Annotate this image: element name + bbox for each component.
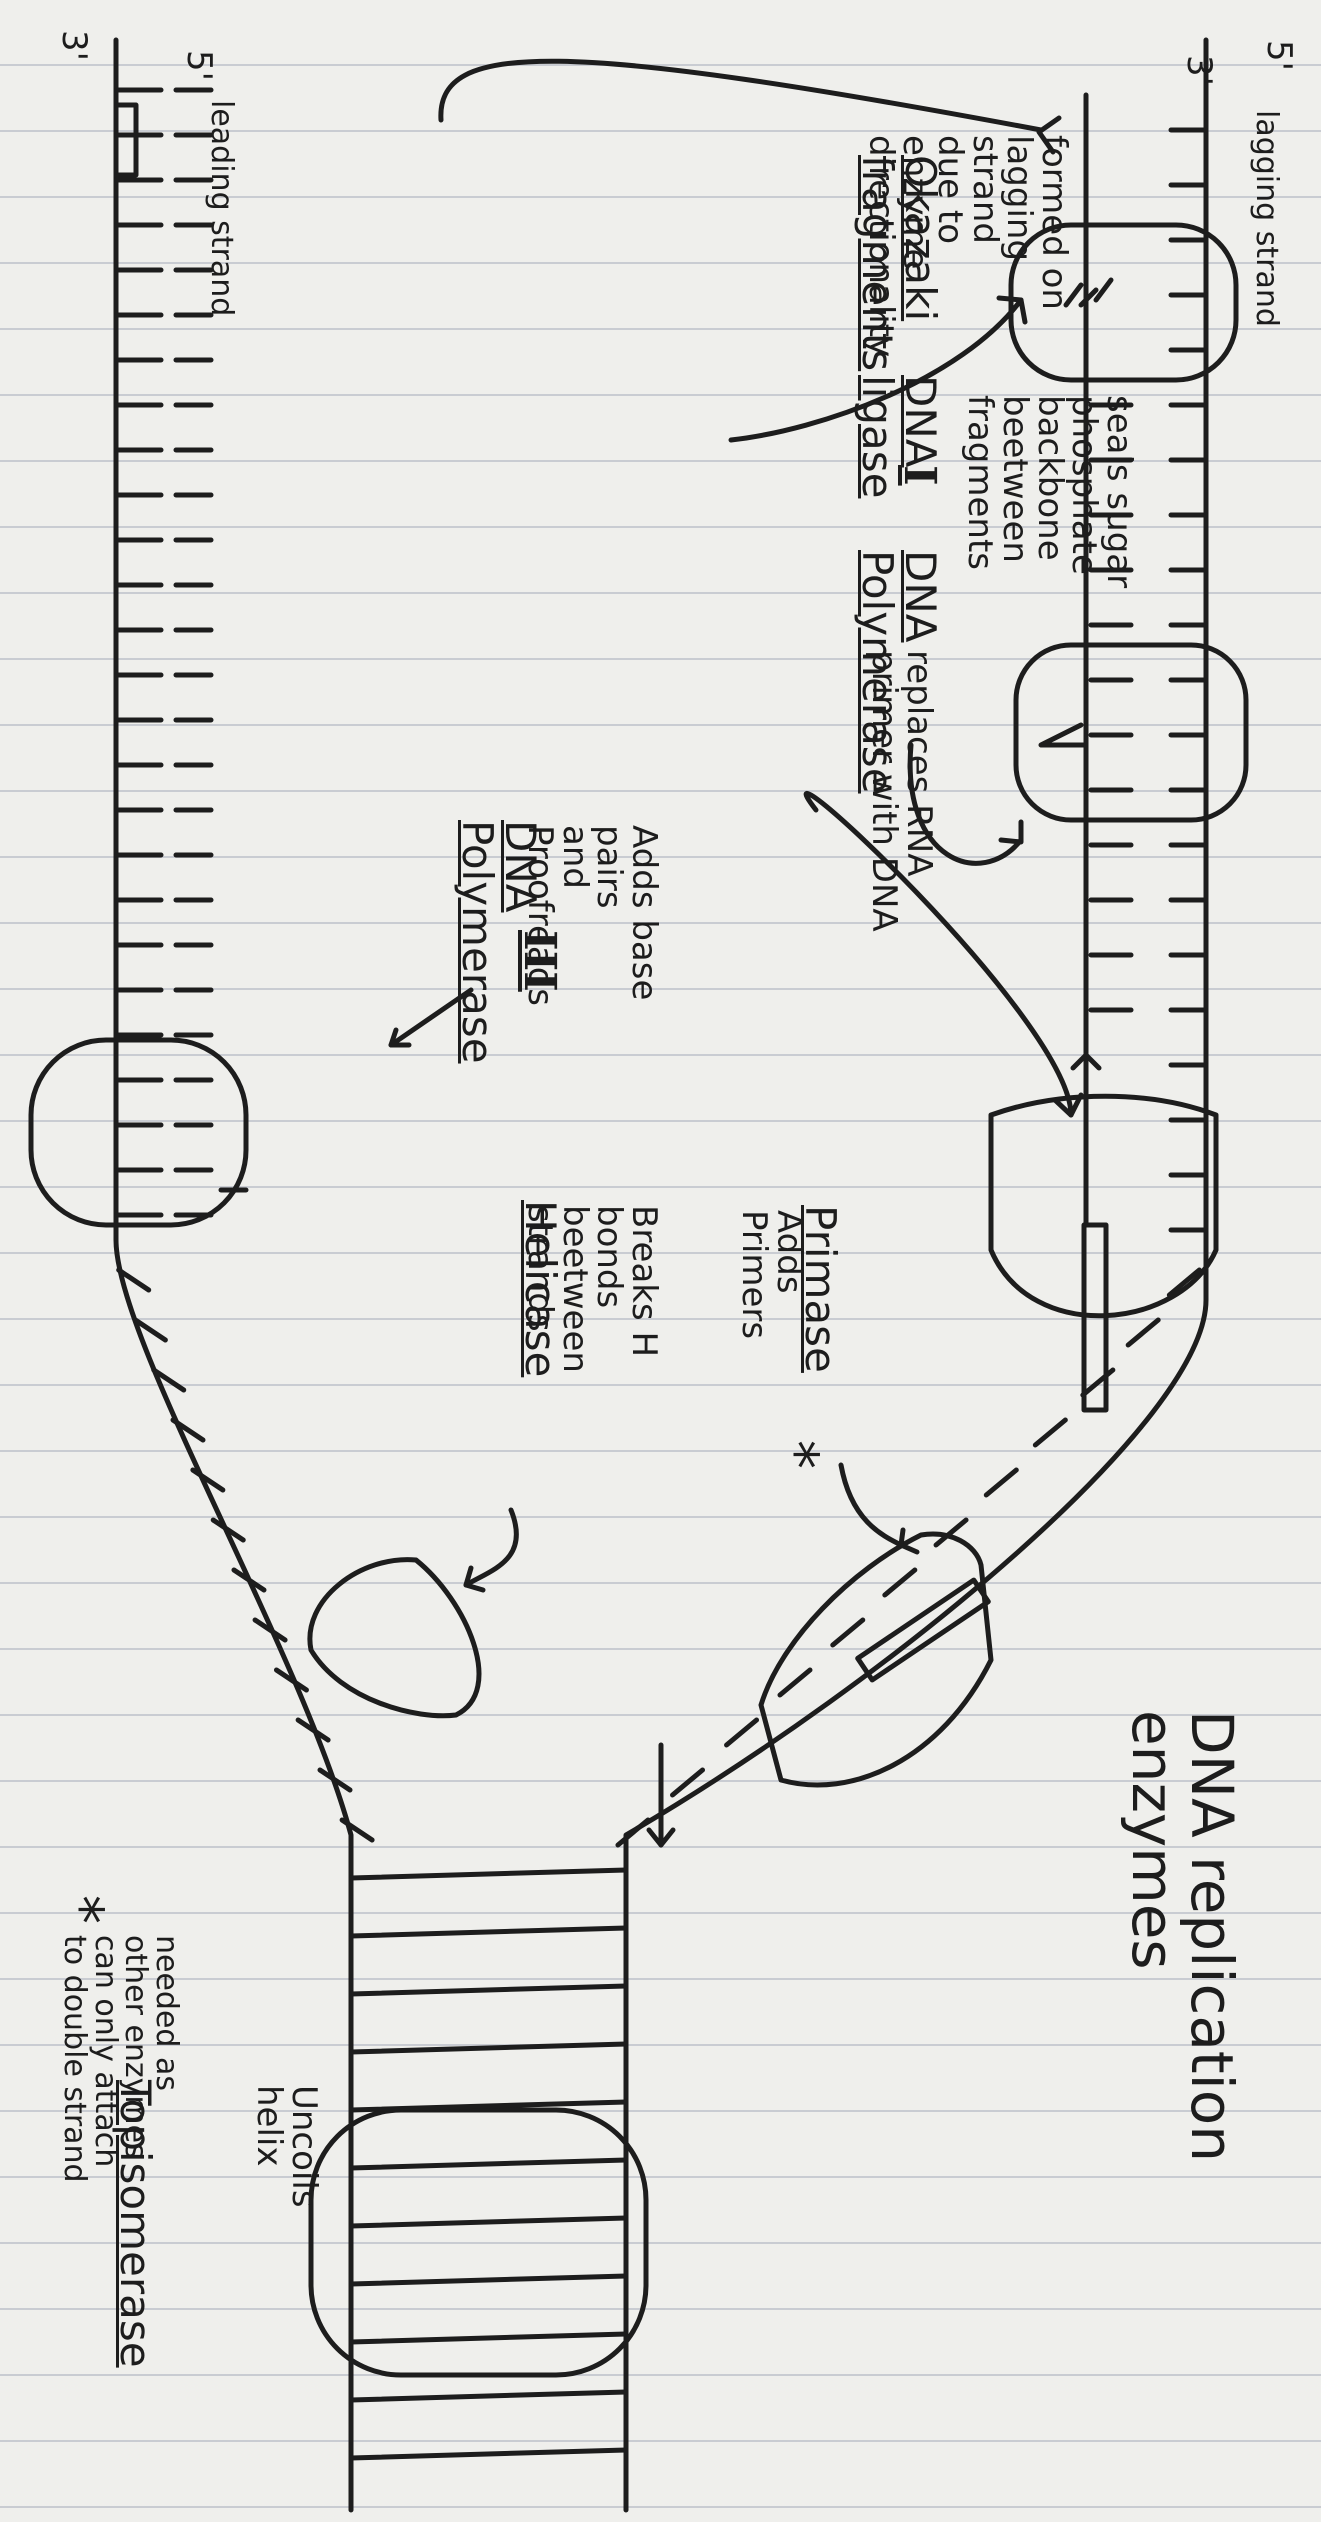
primase-blob — [758, 1531, 994, 1788]
fork-top-base — [190, 1467, 226, 1493]
ligase-arrow — [728, 297, 1024, 443]
dna-pol-i-role: replaces RNA primer with DNA — [864, 650, 939, 932]
fork-bottom-base — [1080, 1367, 1116, 1398]
pol-i-blob — [1013, 642, 1249, 823]
topoisomerase-role: Uncoils helix — [249, 2085, 324, 2208]
top-three-prime-end: 3' — [54, 30, 94, 61]
pol-iii-arrowhead-lagging — [1052, 1092, 1084, 1118]
fork-top-base — [132, 1317, 168, 1343]
diagram-title: DNA replication enzymes — [1118, 1710, 1246, 2162]
footnote-star: * — [48, 1895, 116, 1924]
helix-base-pair — [348, 2389, 629, 2403]
fork-top-base — [317, 1767, 353, 1793]
helix-base-pair — [348, 1983, 629, 1997]
fork-top-base — [170, 1417, 206, 1443]
dna-pol-i-numeral: I — [894, 465, 945, 486]
lagging-strand-label: lagging strand — [1249, 110, 1284, 327]
helix-base-pair — [348, 2041, 629, 2055]
fork-bottom-base — [1032, 1417, 1068, 1448]
pol-i-arrow — [907, 742, 1024, 866]
fork-bottom-base — [933, 1517, 969, 1548]
fork-bottom-base — [983, 1467, 1019, 1498]
fork-top-base — [295, 1717, 331, 1743]
okazaki-blob — [1008, 222, 1239, 383]
lagging-primer-2 — [855, 1577, 991, 1683]
okazaki-role: formed on lagging strand due to enzyme d… — [860, 135, 1074, 358]
fork-top-base — [116, 1267, 152, 1293]
footnote-text: needed as other enzymes can only attach … — [57, 1935, 184, 2183]
fork-bottom-base — [670, 1767, 706, 1798]
helix-base-pair — [348, 2157, 629, 2171]
helix-base-pair — [348, 2331, 629, 2345]
lagging-template-strand — [623, 37, 1209, 2513]
primase-arrow — [838, 1462, 904, 1548]
primase-role: Adds Primers — [734, 1210, 809, 1340]
helix-base-pair — [348, 2099, 629, 2113]
pol-i-arrowhead — [998, 819, 1024, 845]
helix-base-pair — [348, 1867, 629, 1881]
okazaki-arrow — [438, 58, 1044, 133]
helicase-blob — [307, 1557, 482, 1719]
lag-three-prime-end: 3' — [1179, 55, 1219, 86]
fork-bottom-base — [724, 1717, 760, 1748]
pol-iii-lagging-blob — [988, 1093, 1219, 1319]
fork-arrowhead — [646, 1827, 676, 1848]
fork-bottom-base — [1125, 1317, 1161, 1348]
fork-top-base — [210, 1517, 246, 1543]
primase-star: * — [763, 1440, 831, 1469]
fork-bottom-base — [1166, 1267, 1202, 1298]
helix-base-pair — [348, 1925, 629, 1939]
pol-iii-leading-blob — [28, 1037, 249, 1228]
fork-bottom-base — [882, 1567, 918, 1598]
dna-pol-iii-role: Adds base pairs and Proofreads — [519, 825, 664, 1006]
helicase-arrow — [463, 1507, 519, 1588]
pol-i-fragment-marks — [1038, 702, 1089, 748]
okazaki-fragment-marks — [1063, 277, 1114, 308]
lagging-direction-arrowhead — [1070, 1052, 1102, 1071]
leading-template-strand — [113, 37, 354, 2513]
dna-ligase-role: seals sugar phosphate backbone beetween … — [960, 395, 1139, 589]
top-five-prime-end: 5' — [179, 50, 219, 81]
pol-iii-arrow-lagging — [803, 791, 1074, 1118]
fork-top-base — [339, 1817, 375, 1843]
pol-iii-arrow-leading — [388, 987, 474, 1048]
fork-bottom-base — [615, 1817, 651, 1848]
fork-top-base — [231, 1567, 267, 1593]
topoisomerase-blob — [308, 2107, 649, 2378]
base-pair-rungs — [113, 87, 1209, 2461]
fork-bottom-base — [830, 1617, 866, 1648]
fork-top-base — [252, 1617, 288, 1643]
leading-primer — [113, 102, 139, 178]
okazaki-arrowhead — [1036, 115, 1062, 155]
helix-base-pair — [348, 2215, 629, 2229]
helix-base-pair — [348, 2273, 629, 2287]
ligase-arrowhead — [996, 295, 1028, 325]
helicase-role: Breaks H bonds beetween strands — [519, 1205, 664, 1373]
leading-strand-label: leading strand — [204, 100, 239, 317]
helix-base-pair — [348, 2447, 629, 2461]
fork-bottom-base — [777, 1667, 813, 1698]
lag-five-prime-end: 5' — [1259, 40, 1299, 71]
primase-arrowhead — [898, 1527, 920, 1555]
helicase-arrowhead — [463, 1565, 486, 1593]
fork-top-base — [273, 1667, 309, 1693]
pol-iii-arrowhead-leading — [388, 1027, 412, 1048]
fork-top-base — [151, 1367, 187, 1393]
